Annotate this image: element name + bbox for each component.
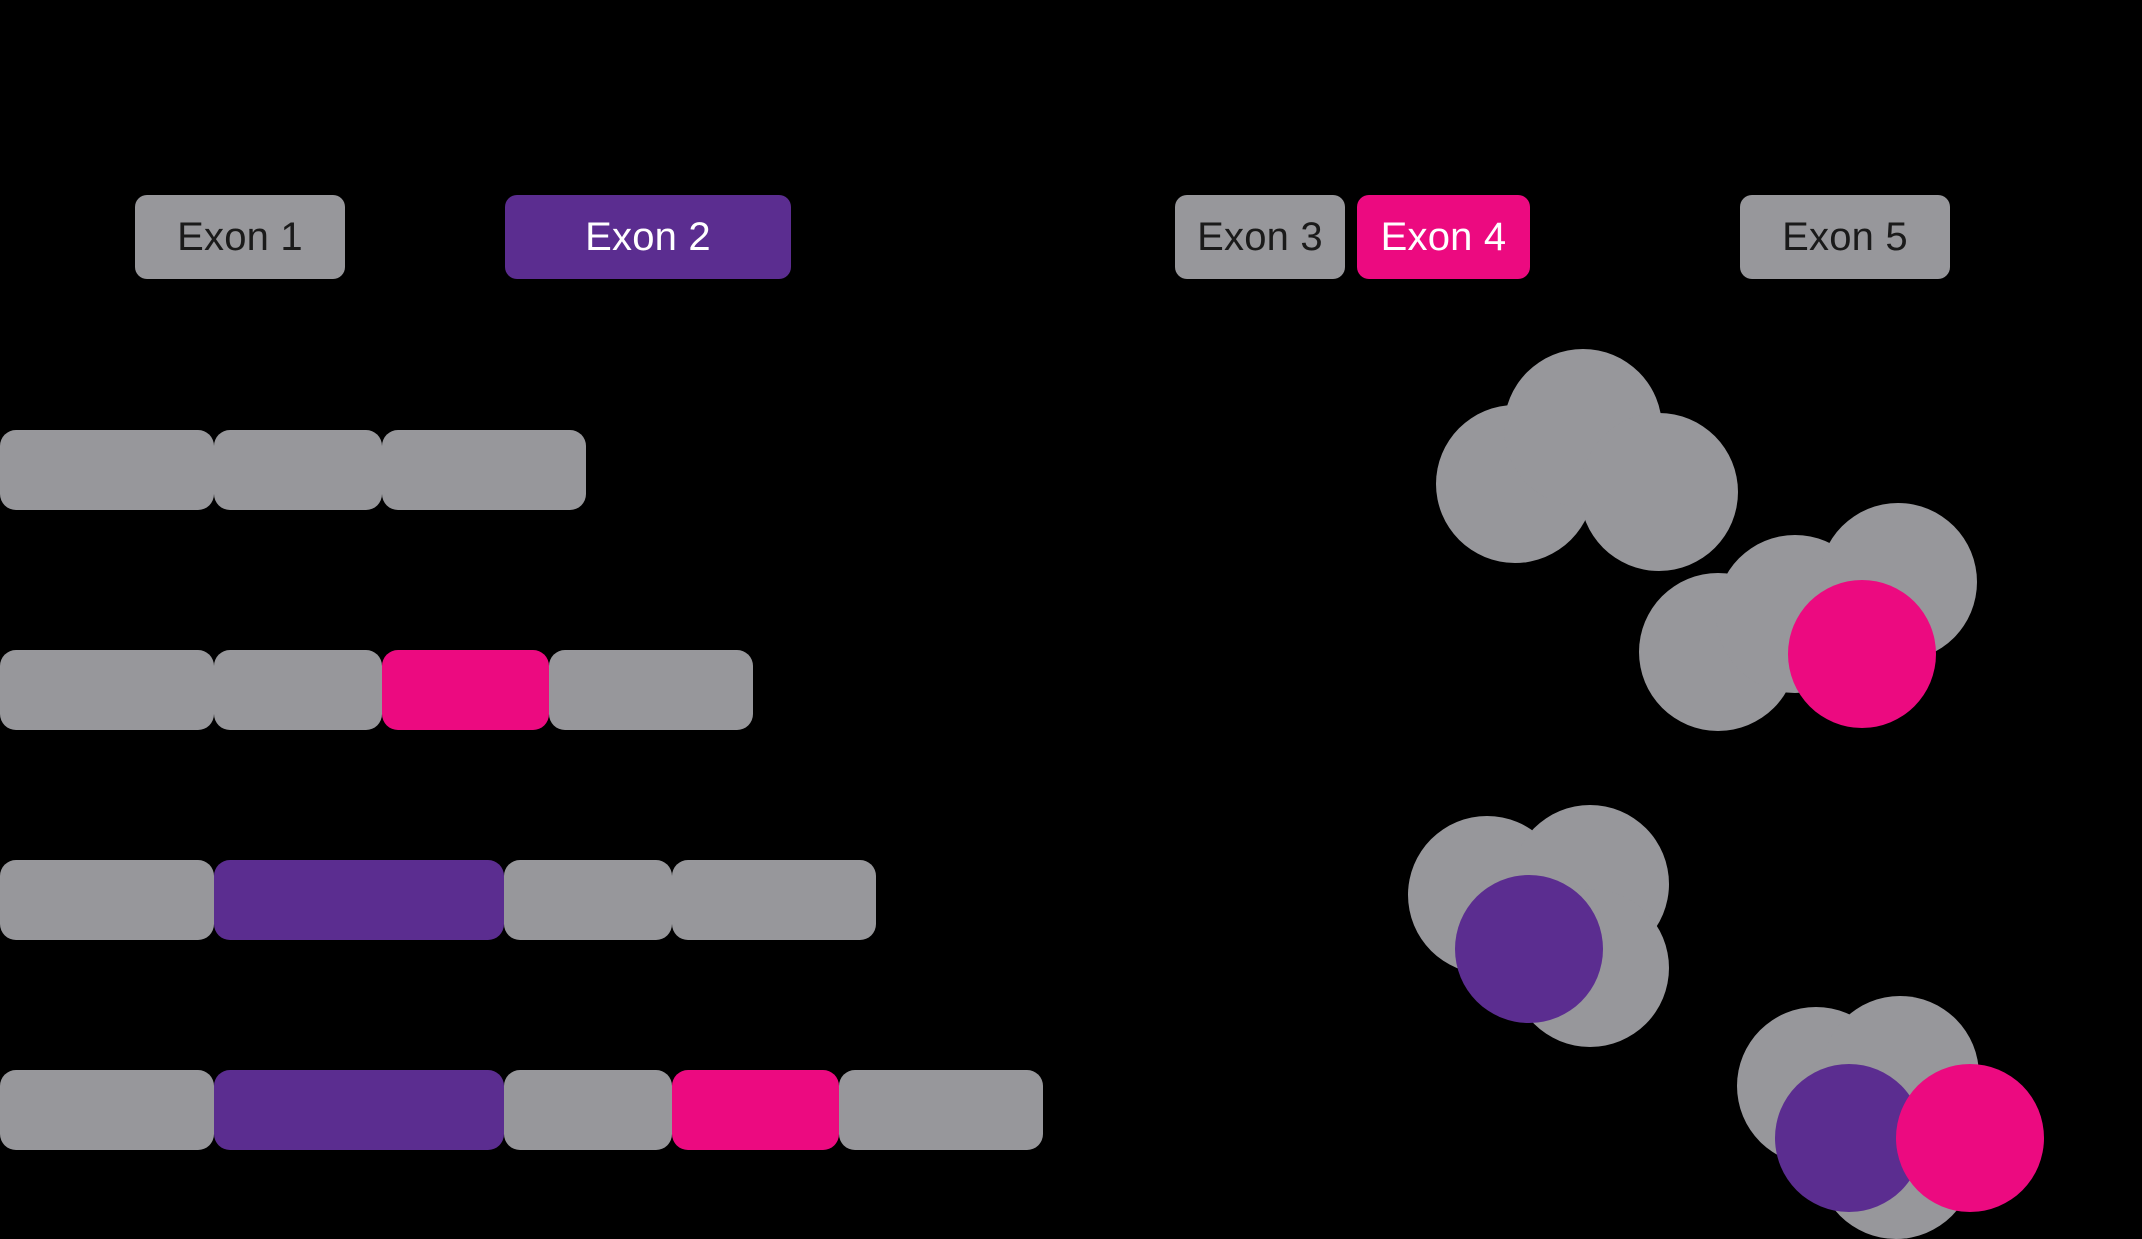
exon-segment[interactable] — [839, 1070, 1043, 1150]
exon-segment[interactable] — [0, 1070, 214, 1150]
legend-pill-exon-5[interactable]: Exon 5 — [1740, 195, 1950, 279]
exon-segment[interactable] — [214, 430, 382, 510]
exon-segment[interactable] — [382, 650, 549, 730]
transcript-row-3 — [0, 860, 876, 940]
exon-segment[interactable] — [0, 860, 214, 940]
protein-domain-circle-exon4[interactable] — [1896, 1064, 2044, 1212]
transcript-row-4 — [0, 1070, 1043, 1150]
legend-pill-exon-1[interactable]: Exon 1 — [135, 195, 345, 279]
exon-segment[interactable] — [214, 650, 382, 730]
exon-segment[interactable] — [0, 650, 214, 730]
legend-pill-exon-4[interactable]: Exon 4 — [1357, 195, 1530, 279]
exon-segment[interactable] — [214, 1070, 504, 1150]
exon-segment[interactable] — [214, 860, 504, 940]
protein-domain-circle[interactable] — [1580, 413, 1738, 571]
protein-cluster-3 — [1408, 805, 1669, 1047]
protein-cluster-4 — [1737, 996, 2044, 1239]
protein-domain-circle-exon4[interactable] — [1788, 580, 1936, 728]
exon-segment[interactable] — [504, 860, 672, 940]
protein-cluster-2 — [1639, 503, 1977, 731]
exon-segment[interactable] — [672, 860, 876, 940]
exon-segment[interactable] — [382, 430, 586, 510]
protein-cluster-1 — [1436, 349, 1738, 571]
exon-segment[interactable] — [504, 1070, 672, 1150]
transcript-row-1 — [0, 430, 586, 510]
exon-segment[interactable] — [549, 650, 753, 730]
protein-domain-circle-exon2[interactable] — [1455, 875, 1603, 1023]
exon-segment[interactable] — [0, 430, 214, 510]
transcript-row-2 — [0, 650, 753, 730]
legend-pill-exon-3[interactable]: Exon 3 — [1175, 195, 1345, 279]
exon-segment[interactable] — [672, 1070, 839, 1150]
legend-pill-exon-2[interactable]: Exon 2 — [505, 195, 791, 279]
